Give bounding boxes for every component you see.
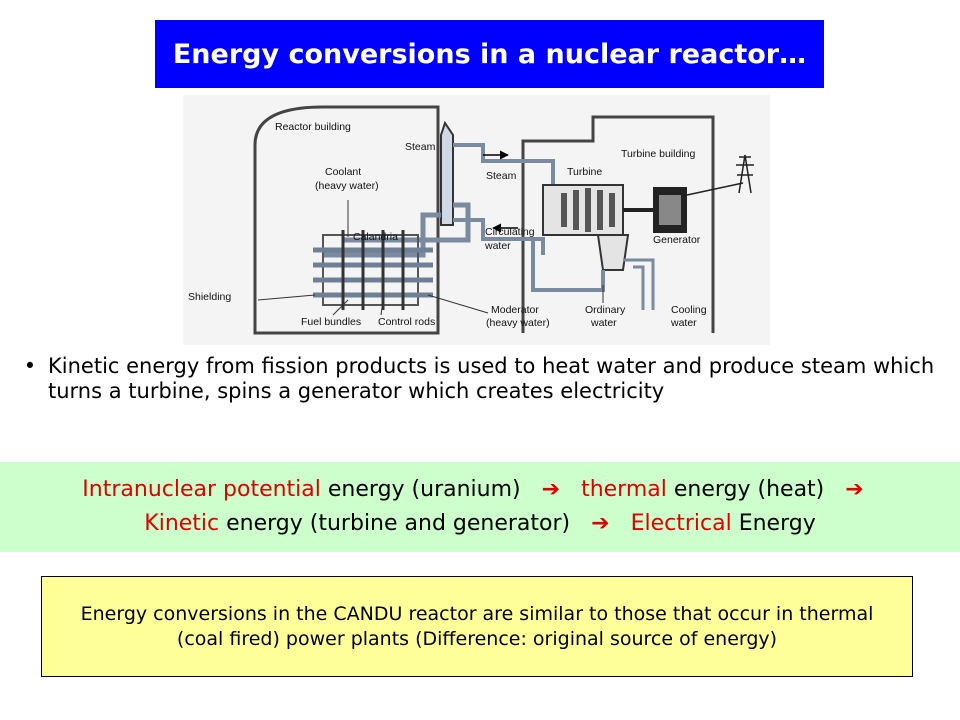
label-moderator-1: Moderator bbox=[491, 304, 539, 316]
reactor-diagram: Reactor building Steam Coolant (heavy wa… bbox=[183, 95, 770, 345]
generator-core bbox=[659, 195, 681, 225]
bullet-text: Kinetic energy from fission products is … bbox=[48, 354, 935, 403]
reactor-diagram-svg: Reactor building Steam Coolant (heavy wa… bbox=[183, 95, 770, 345]
label-reactor-building: Reactor building bbox=[275, 121, 351, 133]
label-cooling-2: water bbox=[670, 317, 697, 329]
kinetic-term: Kinetic bbox=[144, 511, 220, 536]
bullet-marker: • bbox=[23, 354, 37, 378]
arrow-right-icon: ➔ bbox=[591, 511, 610, 536]
label-turbine-building: Turbine building bbox=[621, 148, 695, 160]
callout-lines bbox=[257, 200, 604, 316]
label-shielding: Shielding bbox=[188, 291, 231, 303]
steam-line bbox=[453, 143, 555, 185]
power-line bbox=[686, 182, 744, 196]
slide-title: Energy conversions in a nuclear reactor… bbox=[155, 20, 824, 88]
electrical-energy-text: Energy bbox=[731, 511, 816, 536]
ordinary-water-line bbox=[531, 239, 605, 292]
bullet-point: • Kinetic energy from fission products i… bbox=[12, 354, 957, 404]
slide-title-text: Energy conversions in a nuclear reactor… bbox=[172, 38, 807, 70]
turbine-building-outline bbox=[521, 115, 715, 333]
cooling-water-line bbox=[623, 258, 655, 310]
transmission-tower-icon bbox=[736, 154, 754, 194]
coolant-pipe-2 bbox=[343, 202, 471, 243]
conversion-line-1: Intranuclear potential energy (uranium) … bbox=[82, 473, 877, 507]
label-steam-pipe: Steam bbox=[486, 170, 517, 182]
energy-conversion-chain: Intranuclear potential energy (uranium) … bbox=[0, 462, 960, 552]
heat-energy-text: energy (heat) bbox=[666, 477, 825, 502]
intranuclear-potential-term: Intranuclear potential bbox=[82, 477, 321, 502]
label-fuel-bundles: Fuel bundles bbox=[301, 316, 361, 328]
uranium-energy-text: energy (uranium) bbox=[320, 477, 521, 502]
thermal-term: thermal bbox=[581, 477, 667, 502]
candu-note-text: Energy conversions in the CANDU reactor … bbox=[80, 602, 874, 650]
electrical-term: Electrical bbox=[630, 511, 732, 536]
label-control-rods: Control rods bbox=[378, 316, 435, 328]
label-steam-top: Steam bbox=[405, 141, 436, 153]
label-moderator-2: (heavy water) bbox=[486, 317, 550, 329]
candu-note-box: Energy conversions in the CANDU reactor … bbox=[41, 576, 913, 677]
label-cooling-1: Cooling bbox=[671, 304, 707, 316]
label-coolant-1: Coolant bbox=[325, 166, 361, 178]
circulating-water-line bbox=[453, 218, 545, 255]
label-ordinary-2: water bbox=[590, 317, 617, 329]
label-generator: Generator bbox=[653, 234, 701, 246]
calandria-core bbox=[322, 234, 419, 306]
condenser bbox=[596, 234, 630, 271]
turbine-blades bbox=[561, 188, 615, 232]
label-ordinary-1: Ordinary bbox=[585, 304, 626, 316]
label-coolant-2: (heavy water) bbox=[315, 180, 379, 192]
label-circulating-2: water bbox=[484, 240, 511, 252]
label-circulating-1: Circulating bbox=[485, 226, 535, 238]
label-calandria: Calandria bbox=[353, 231, 398, 243]
coolant-pipe-1 bbox=[323, 212, 441, 258]
reactor-building-outline bbox=[253, 105, 440, 335]
calandria-tubes bbox=[313, 247, 433, 298]
turbine-energy-text: energy (turbine and generator) bbox=[219, 511, 571, 536]
conversion-line-2: Kinetic energy (turbine and generator) ➔… bbox=[144, 507, 815, 541]
arrow-right-icon: ➔ bbox=[845, 477, 864, 502]
control-rods bbox=[341, 230, 405, 310]
steam-generator bbox=[440, 120, 454, 226]
label-turbine: Turbine bbox=[567, 166, 602, 178]
arrow-right-icon: ➔ bbox=[541, 477, 561, 502]
